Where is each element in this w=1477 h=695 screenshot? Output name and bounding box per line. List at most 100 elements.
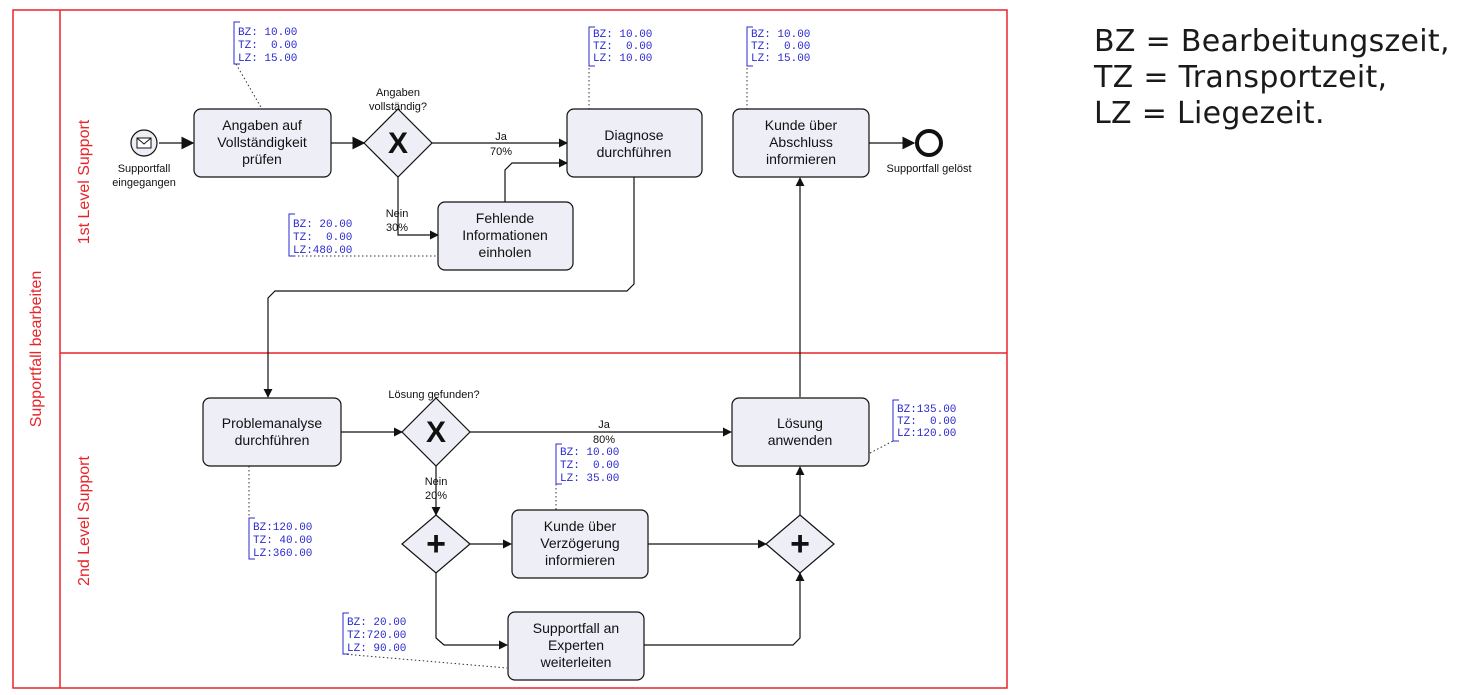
annotation-line: TZ: 0.00 <box>293 232 352 244</box>
annotation-line: LZ: 15.00 <box>751 53 810 65</box>
exclusive-gateway-icon: X <box>388 127 408 160</box>
annotation-line: BZ: 10.00 <box>238 27 297 39</box>
gateway-yes-percent: 70% <box>490 146 512 158</box>
task-box <box>202 397 342 467</box>
annotation-line: LZ: 35.00 <box>560 473 619 485</box>
gateway-angaben-vollstaendig[interactable]: X Angaben vollständig? Ja 70% Nein 30% <box>363 87 512 234</box>
task-label-line: Lösung <box>777 415 823 431</box>
legend-line-tz: TZ = Transportzeit, <box>1094 60 1388 95</box>
annotation-bracket <box>288 213 295 257</box>
annotation-line: TZ: 0.00 <box>560 460 619 472</box>
parallel-gateway-icon: + <box>426 525 446 563</box>
task-fehlende-informationen[interactable]: Fehlende Informationen einholen <box>437 201 574 271</box>
annotation-line: BZ: 10.00 <box>593 29 652 41</box>
annotation-line: LZ: 15.00 <box>238 53 297 65</box>
time-annotation-fehlende: BZ: 20.00 TZ: 0.00 LZ:480.00 <box>288 213 352 257</box>
task-box <box>566 108 703 178</box>
annotation-line: LZ:120.00 <box>897 428 956 440</box>
task-box <box>732 108 870 178</box>
task-loesung-anwenden[interactable]: Lösung anwenden <box>731 397 870 467</box>
annotation-line: LZ: 90.00 <box>347 643 406 655</box>
task-label-line: Supportfall an <box>533 620 619 636</box>
task-label-line: Diagnose <box>604 127 663 143</box>
annotation-bracket <box>342 612 349 655</box>
task-label-line: durchführen <box>235 432 310 448</box>
annotation-bracket <box>555 443 562 485</box>
gateway-yes-percent: 80% <box>593 434 615 446</box>
task-box <box>193 108 332 178</box>
flow-gateway-fehlende <box>397 172 439 240</box>
task-label-line: anwenden <box>768 432 833 448</box>
gateway-no-label: Nein <box>386 208 409 220</box>
task-box <box>437 201 574 271</box>
gateway-parallel-split[interactable]: + <box>401 514 471 574</box>
gateway-diamond <box>401 397 471 467</box>
gateway-no-percent: 20% <box>425 490 447 502</box>
time-annotation-angaben: BZ: 10.00 TZ: 0.00 LZ: 15.00 <box>233 21 297 65</box>
gateway-parallel-join[interactable]: + <box>765 514 835 574</box>
task-problemanalyse[interactable]: Problemanalyse durchführen <box>202 397 342 467</box>
start-event: Supportfall eingegangen <box>112 129 176 189</box>
assoc-experten <box>342 653 508 669</box>
annotation-line: TZ: 0.00 <box>238 40 297 52</box>
task-label-line: Kunde über <box>765 117 838 133</box>
annotation-bracket <box>588 26 595 67</box>
task-label-line: Informationen <box>462 227 548 243</box>
task-label-line: Kunde über <box>544 518 617 534</box>
task-label-line: weiterleiten <box>540 654 612 670</box>
task-label-line: Fehlende <box>476 210 535 226</box>
legend-line-lz: LZ = Liegezeit. <box>1094 96 1325 131</box>
task-angaben-pruefen[interactable]: Angaben auf Vollständigkeit prüfen <box>193 108 332 178</box>
task-label-line: Abschluss <box>769 134 833 150</box>
gateway-no-label: Nein <box>425 476 448 488</box>
gateway-yes-label: Ja <box>598 419 611 431</box>
end-event: Supportfall gelöst <box>887 129 972 175</box>
annotation-line: BZ: 20.00 <box>347 617 406 629</box>
sequence-flows <box>159 136 916 650</box>
task-experten-weiterleiten[interactable]: Supportfall an Experten weiterleiten <box>507 611 645 681</box>
pool-label: Supportfall bearbeiten <box>28 271 45 428</box>
start-event-label-1: Supportfall <box>118 163 171 175</box>
annotation-bracket <box>248 517 255 560</box>
annotation-line: TZ: 0.00 <box>593 41 652 53</box>
annotation-line: BZ:120.00 <box>253 522 312 534</box>
annotation-bracket <box>746 26 753 67</box>
end-event-circle <box>915 129 943 157</box>
pool-border <box>12 9 1008 689</box>
annotation-line: LZ:480.00 <box>293 245 352 257</box>
flow-fehlende-diagnose <box>504 158 568 202</box>
time-annotation-kunde-abschluss: BZ: 10.00 TZ: 0.00 LZ: 15.00 <box>746 26 810 67</box>
assoc-loesung <box>869 440 894 454</box>
time-annotation-diagnose: BZ: 10.00 TZ: 0.00 LZ: 10.00 <box>588 26 652 67</box>
flow-experten-join <box>644 572 805 646</box>
envelope-flap-icon <box>136 137 152 145</box>
lane-label-2nd: 2nd Level Support <box>76 456 93 586</box>
gateway-diamond <box>363 108 433 178</box>
flow-diagnose-problemanalyse <box>263 177 635 398</box>
annotation-bracket <box>233 21 240 65</box>
task-label-line: prüfen <box>242 151 282 167</box>
flow-split-experten <box>435 573 508 650</box>
annotation-line: TZ: 40.00 <box>253 535 312 547</box>
time-annotation-verzoegerung: BZ: 10.00 TZ: 0.00 LZ: 35.00 <box>555 443 619 485</box>
task-label-line: informieren <box>766 151 836 167</box>
annotation-line: TZ:720.00 <box>347 630 406 642</box>
task-label-line: einholen <box>479 244 532 260</box>
annotation-line: BZ: 20.00 <box>293 219 352 231</box>
annotation-line: TZ: 0.00 <box>751 41 810 53</box>
end-event-label: Supportfall gelöst <box>887 163 972 175</box>
task-kunde-verzoegerung[interactable]: Kunde über Verzögerung informieren <box>511 509 649 579</box>
task-diagnose[interactable]: Diagnose durchführen <box>566 108 703 178</box>
gateway-loesung-gefunden[interactable]: X Lösung gefunden? Ja 80% Nein 20% <box>388 389 615 502</box>
envelope-icon <box>136 137 152 149</box>
annotation-line: LZ:360.00 <box>253 548 312 560</box>
start-event-label-2: eingegangen <box>112 177 176 189</box>
annotation-line: LZ: 10.00 <box>593 53 652 65</box>
assoc-angaben <box>235 63 263 110</box>
lane-label-1st: 1st Level Support <box>76 119 93 244</box>
gateway-question: Lösung gefunden? <box>388 389 479 401</box>
annotation-line: BZ: 10.00 <box>751 29 810 41</box>
task-kunde-abschluss[interactable]: Kunde über Abschluss informieren <box>732 108 870 178</box>
abbreviation-legend: BZ = Bearbeitungszeit, TZ = Transportzei… <box>1094 24 1474 132</box>
